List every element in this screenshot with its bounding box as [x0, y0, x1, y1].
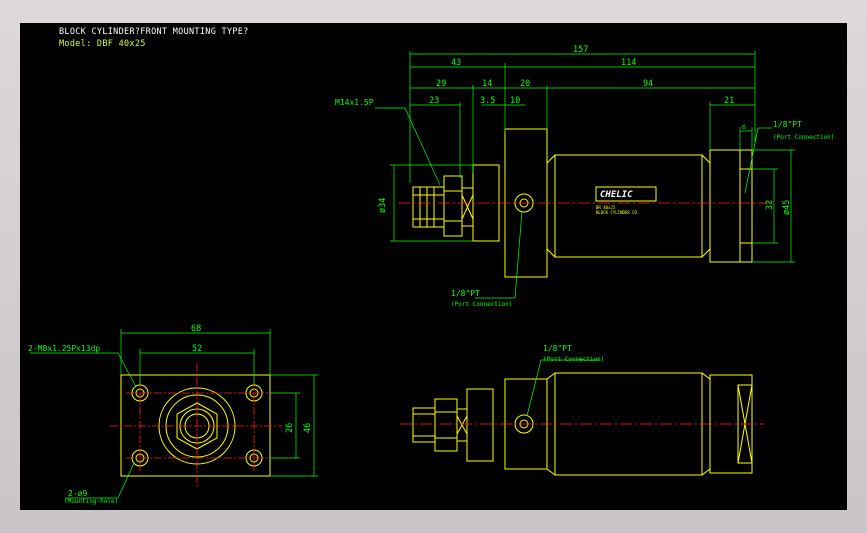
- drawing-model: Model: DBF 40x25: [59, 39, 146, 49]
- label-port-top: 1/8"PT: [773, 120, 802, 129]
- dim-block-width: 20: [520, 79, 530, 89]
- rod-thread-outline: [412, 186, 445, 228]
- nameplate-line1: BR 40x25: [596, 205, 616, 210]
- technical-drawing: CHELIC BR 40x25 BLOCK CYLINDER CO.: [28, 45, 834, 505]
- label-port-front: 1/8"PT: [451, 289, 480, 298]
- label-rod-thread: M14x1.5P: [335, 98, 374, 107]
- side-view-dimensions: [375, 51, 795, 299]
- side-view-dimension-text: 157 43 114 29 14 20 94 23 3.5 10 21 6 M1…: [335, 45, 834, 308]
- dim-thread-length: 23: [429, 96, 439, 106]
- label-port-front-note: (Port Connection): [451, 301, 512, 308]
- label-mount-note: (Mounting-hole): [64, 498, 118, 505]
- dim-nut-length: 14: [482, 79, 492, 89]
- label-port-bottom: 1/8"PT: [543, 344, 572, 353]
- front-view-dimensions: [30, 329, 318, 499]
- dim-hole-pitch-x: 52: [192, 344, 202, 354]
- dim-flange: 10: [510, 96, 520, 106]
- dim-bore-dia: ø45: [782, 200, 792, 215]
- front-view-centerlines: [110, 363, 282, 489]
- drawing-title: BLOCK CYLINDER?FRONT MOUNTING TYPE?: [59, 27, 249, 37]
- front-view: [120, 374, 271, 477]
- label-mount-holes: 2-ø9: [68, 489, 87, 498]
- bottom-view-dimensions: [526, 359, 600, 417]
- cad-viewport[interactable]: CHELIC BR 40x25 BLOCK CYLINDER CO.: [20, 23, 847, 510]
- front-view-dimension-text: 68 52 26 46 2-M8x1.25Px13dp 2-ø9 (Mounti…: [28, 324, 313, 505]
- bottom-view-dimension-text: 1/8"PT (Port Connection): [543, 344, 604, 363]
- dim-barrel-length: 94: [643, 79, 653, 89]
- dim-rod-dia: ø34: [378, 198, 388, 213]
- dim-rear-length: 21: [724, 96, 734, 106]
- nameplate-outline: [595, 186, 657, 202]
- dim-total-length: 157: [573, 45, 588, 55]
- label-tap-holes: 2-M8x1.25Px13dp: [28, 344, 100, 353]
- rear-cover-outline: [709, 149, 753, 263]
- brand-logo: CHELIC: [600, 190, 633, 200]
- label-port-bottom-note: (Port Connection): [543, 356, 604, 363]
- dim-bore-inner: 32: [765, 200, 775, 210]
- dim-block-height: 46: [303, 423, 313, 433]
- front-block-outline: [120, 374, 271, 477]
- nameplate-line2: BLOCK CYLINDER CO.: [596, 210, 639, 215]
- dim-block-width-total: 68: [191, 324, 201, 334]
- dim-hole-pitch-y: 26: [285, 423, 295, 433]
- label-port-top-note: (Port Connection): [773, 134, 834, 141]
- hex-nut-outline: [443, 175, 463, 237]
- barrel-outline: [546, 154, 711, 258]
- dim-port-offset: 6: [742, 123, 746, 131]
- dim-rod-length: 29: [436, 79, 446, 89]
- dim-gap: 3.5: [480, 96, 495, 106]
- dim-body-length: 114: [621, 58, 636, 68]
- dim-front-length: 43: [451, 58, 461, 68]
